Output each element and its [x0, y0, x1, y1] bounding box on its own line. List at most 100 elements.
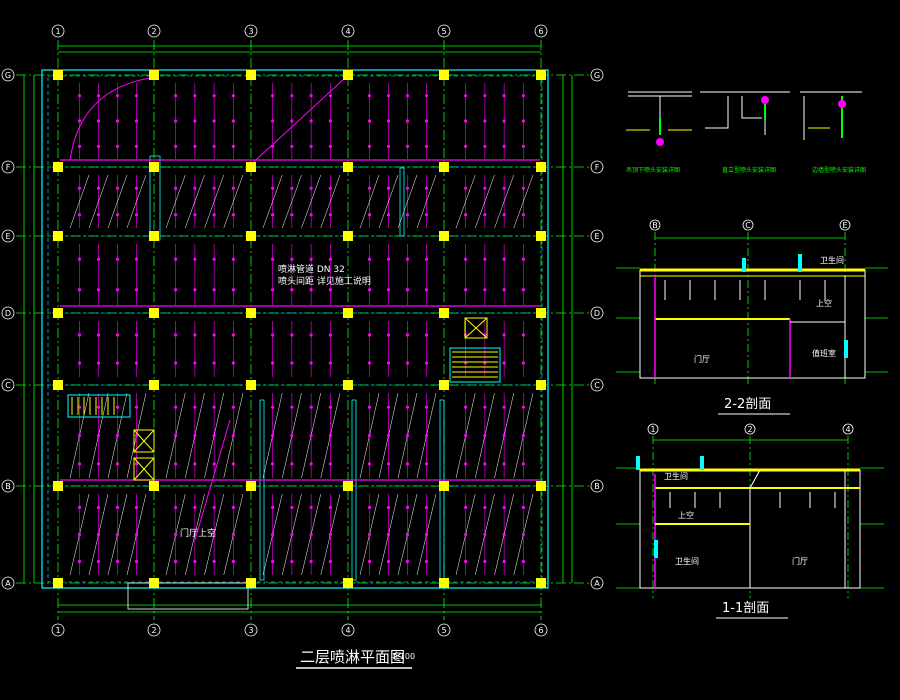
axis-bubble — [147, 24, 161, 38]
feed-pipe — [69, 77, 151, 161]
sprinkler-head — [174, 433, 178, 438]
detail-2-caption: 直立型喷头安装详图 — [722, 166, 776, 174]
axis-bubble — [1, 479, 15, 493]
axis-label: D — [594, 309, 600, 318]
axis-bubble — [244, 24, 258, 38]
sprinkler-head — [290, 288, 294, 292]
structural-column — [53, 578, 63, 588]
sprinkler-head — [405, 433, 410, 438]
detail-1-caption: 吊顶下喷头安装详图 — [626, 166, 680, 174]
sprinkler-head — [193, 361, 197, 365]
sprinkler-head — [424, 94, 429, 98]
sprinkler-head — [521, 94, 525, 98]
sprinkler-head — [328, 213, 332, 217]
axis-bubble — [1, 68, 15, 82]
sprinkler-head — [328, 288, 332, 292]
sprinkler-head — [483, 144, 487, 148]
structural-column — [149, 380, 159, 390]
sprinkler-head — [424, 257, 429, 261]
sprinkler-head — [502, 333, 506, 337]
sprinkler-head — [309, 186, 313, 190]
sprinkler-head — [367, 405, 372, 409]
sprinkler-head — [115, 405, 120, 409]
sprinkler-head — [271, 532, 275, 537]
sprinkler-head — [77, 559, 82, 564]
outer-wall — [41, 69, 549, 589]
sprinkler-head — [77, 405, 82, 409]
sprinkler-head — [134, 257, 139, 261]
sprinkler-head — [271, 213, 275, 217]
sprinkler-head — [309, 361, 313, 365]
entrance-canopy — [127, 582, 249, 610]
hatch-line — [126, 174, 147, 229]
structural-column — [149, 308, 159, 318]
structural-column — [343, 308, 353, 318]
axis-label: 4 — [345, 626, 350, 635]
sprinkler-head — [96, 505, 101, 510]
structural-column — [246, 308, 256, 318]
axis-label: 1 — [650, 425, 655, 434]
sprinkler-head — [271, 559, 275, 564]
axis-label: 2 — [747, 425, 752, 434]
hatch-line — [223, 174, 244, 229]
sprinkler-head — [386, 288, 391, 292]
sprinkler-head — [309, 333, 313, 337]
axis-bubble — [1, 306, 15, 320]
sprinkler-head — [174, 119, 178, 123]
sprinkler-head — [405, 462, 410, 466]
sprinkler-head — [134, 213, 139, 217]
structural-column — [536, 481, 546, 491]
axis-label: 1 — [55, 626, 60, 635]
sprinkler-head — [96, 213, 101, 217]
sprinkler-head — [424, 144, 429, 148]
sprinkler-head — [96, 405, 101, 409]
sprinkler-head — [212, 213, 216, 217]
section-2-2-hall: 门厅 — [694, 354, 710, 364]
structural-column — [246, 380, 256, 390]
axis-bubble — [742, 219, 754, 231]
hatch-line — [69, 174, 90, 229]
sprinkler-head — [96, 361, 101, 365]
sprinkler-head — [96, 186, 101, 190]
sprinkler-head — [464, 288, 468, 292]
sprinkler-head — [328, 462, 332, 466]
axis-bubble — [147, 623, 161, 637]
sprinkler-head — [483, 405, 487, 409]
section-1-1-bathroom: 卫生间 — [664, 471, 688, 481]
sprinkler-head — [309, 257, 313, 261]
sprinkler-head — [290, 361, 294, 365]
sprinkler-head — [290, 405, 294, 409]
hatch-line — [165, 174, 186, 229]
axis-bubble — [590, 160, 604, 174]
axis-label: 2 — [151, 626, 156, 635]
sprinkler-head — [309, 505, 313, 510]
axis-bubble — [1, 378, 15, 392]
sprinkler-head — [521, 505, 525, 510]
axis-label: 3 — [248, 27, 253, 36]
sprinkler-head — [174, 462, 178, 466]
sprinkler-head — [174, 144, 178, 148]
sprinkler-head — [231, 559, 235, 564]
sprinkler-head — [174, 288, 178, 292]
sprinkler-head — [174, 333, 178, 337]
structural-column — [536, 380, 546, 390]
sprinkler-head — [521, 119, 525, 123]
sprinkler-head — [212, 257, 216, 261]
sprinkler-head — [367, 119, 372, 123]
axis-bubble — [744, 423, 756, 435]
sprinkler-head — [77, 505, 82, 510]
sprinkler-head — [174, 186, 178, 190]
sprinkler-head — [115, 532, 120, 537]
sprinkler-head — [271, 361, 275, 365]
sprinkler-head — [115, 186, 120, 190]
structural-column — [246, 578, 256, 588]
sprinkler-head — [96, 257, 101, 261]
sprinkler-head — [134, 462, 139, 466]
sprinkler-head — [231, 433, 235, 438]
section-2-2-duty: 值班室 — [812, 348, 836, 358]
sprinkler-head — [231, 186, 235, 190]
sprinkler-head — [271, 119, 275, 123]
sprinkler-head — [309, 288, 313, 292]
sprinkler-head — [174, 361, 178, 365]
